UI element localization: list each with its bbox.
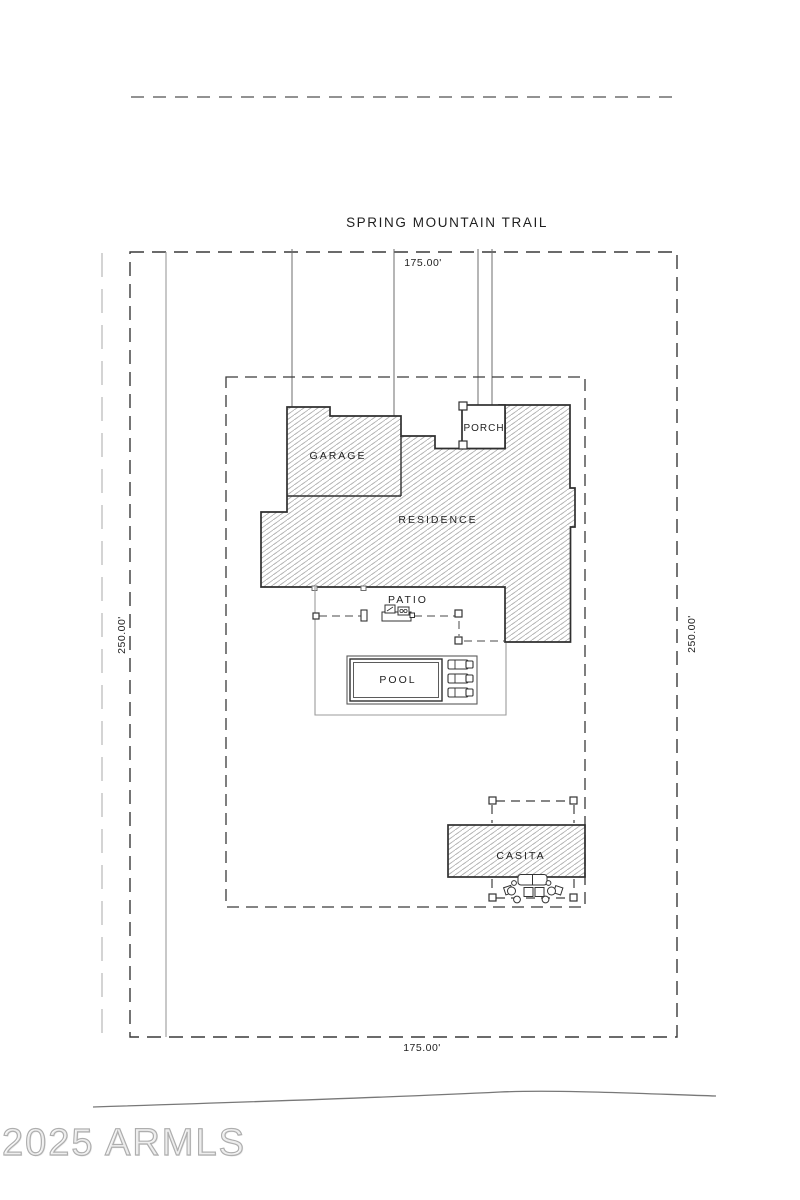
- lot-width-bottom-label: 175.00': [403, 1042, 441, 1054]
- garage-label: GARAGE: [310, 450, 367, 462]
- chaise-lounge-icon: [447, 673, 474, 684]
- porch-label: PORCH: [463, 423, 504, 434]
- utility-lines: [291, 249, 493, 416]
- lot-depth-left-label: 250.00': [116, 616, 128, 654]
- property-boundary: [129, 251, 678, 1038]
- round-chair-icon: [507, 886, 516, 896]
- side-table-icon: [511, 880, 517, 886]
- chaise-lounge-icons: [447, 659, 474, 698]
- chaise-lounge-icon: [447, 687, 474, 698]
- lot-depth-right-label: 250.00': [686, 615, 698, 653]
- garage-wall-lines: [287, 436, 402, 497]
- casita-footprint: [447, 824, 586, 878]
- pool-outline: [349, 658, 443, 702]
- ottoman-icon: [534, 887, 545, 897]
- porch-post-bottom: [458, 440, 468, 450]
- building-envelope: [225, 376, 586, 908]
- sofa-icon: [517, 874, 548, 886]
- residence-label: RESIDENCE: [398, 514, 477, 526]
- porch-outline: [461, 404, 506, 450]
- patio-outline: [314, 587, 507, 716]
- street-name-label: SPRING MOUNTAIN TRAIL: [346, 215, 548, 230]
- patio-cover-lines: [312, 609, 505, 645]
- side-table-icon: [545, 880, 552, 886]
- casita-pergola: [488, 796, 578, 902]
- patio-label: PATIO: [388, 594, 428, 606]
- round-chair-icon: [541, 895, 550, 904]
- road-edge-curve-bottom: [92, 1090, 717, 1108]
- chaise-lounge-icon: [447, 659, 474, 670]
- residence-footprint: [260, 404, 576, 643]
- lot-width-top-label: 175.00': [404, 257, 442, 269]
- round-chair-icon: [513, 895, 521, 904]
- outdoor-kitchen-icon: [381, 604, 415, 622]
- casita-label: CASITA: [496, 850, 545, 862]
- pool-label: POOL: [379, 674, 416, 686]
- ottoman-icon: [523, 887, 534, 897]
- outdoor-furniture-icons: [502, 874, 564, 904]
- pool-waterline: [353, 662, 439, 698]
- round-chair-icon: [547, 886, 556, 896]
- armls-watermark: 2025 ARMLS: [1, 1121, 246, 1164]
- porch-post-top: [458, 401, 468, 411]
